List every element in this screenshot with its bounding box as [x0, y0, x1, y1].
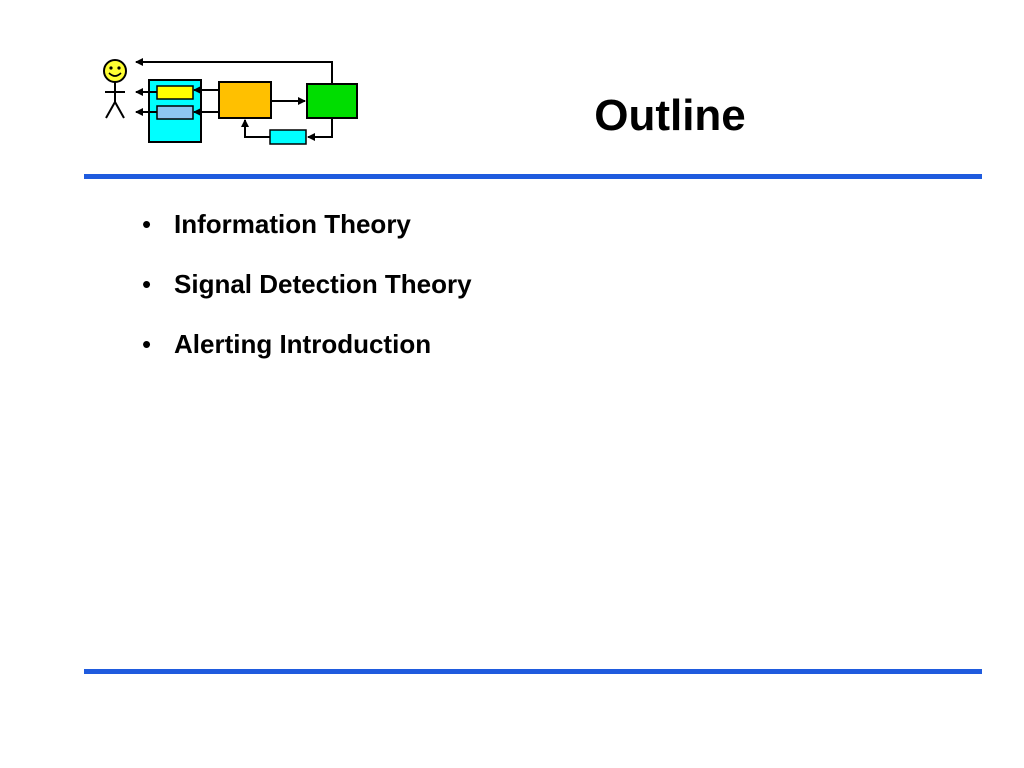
bullet-marker: • — [142, 269, 152, 299]
feedback-arrow-icon — [135, 58, 333, 84]
bullet-list: • Information Theory • Signal Detection Th… — [140, 206, 472, 386]
bullet-item: • Alerting Introduction — [140, 326, 472, 362]
bullet-text: Information Theory — [174, 209, 411, 239]
bullet-text: Signal Detection Theory — [174, 269, 472, 299]
bullet-marker: • — [142, 329, 152, 359]
controller-block-icon — [218, 81, 272, 119]
bullet-item: • Information Theory — [140, 206, 472, 242]
sensor-block-icon — [269, 129, 307, 145]
person-icon — [103, 59, 127, 119]
bullet-marker: • — [142, 209, 152, 239]
bullet-item: • Signal Detection Theory — [140, 266, 472, 302]
slide-title: Outline — [594, 91, 746, 140]
system-block-icon — [306, 83, 358, 119]
sensor-to-controller-arrow-icon — [241, 119, 270, 138]
loop-diagram-logo — [96, 54, 366, 150]
bullet-text: Alerting Introduction — [174, 329, 432, 359]
system-to-sensor-arrow-icon — [307, 118, 333, 141]
top-divider — [84, 174, 982, 179]
bottom-divider — [84, 669, 982, 674]
